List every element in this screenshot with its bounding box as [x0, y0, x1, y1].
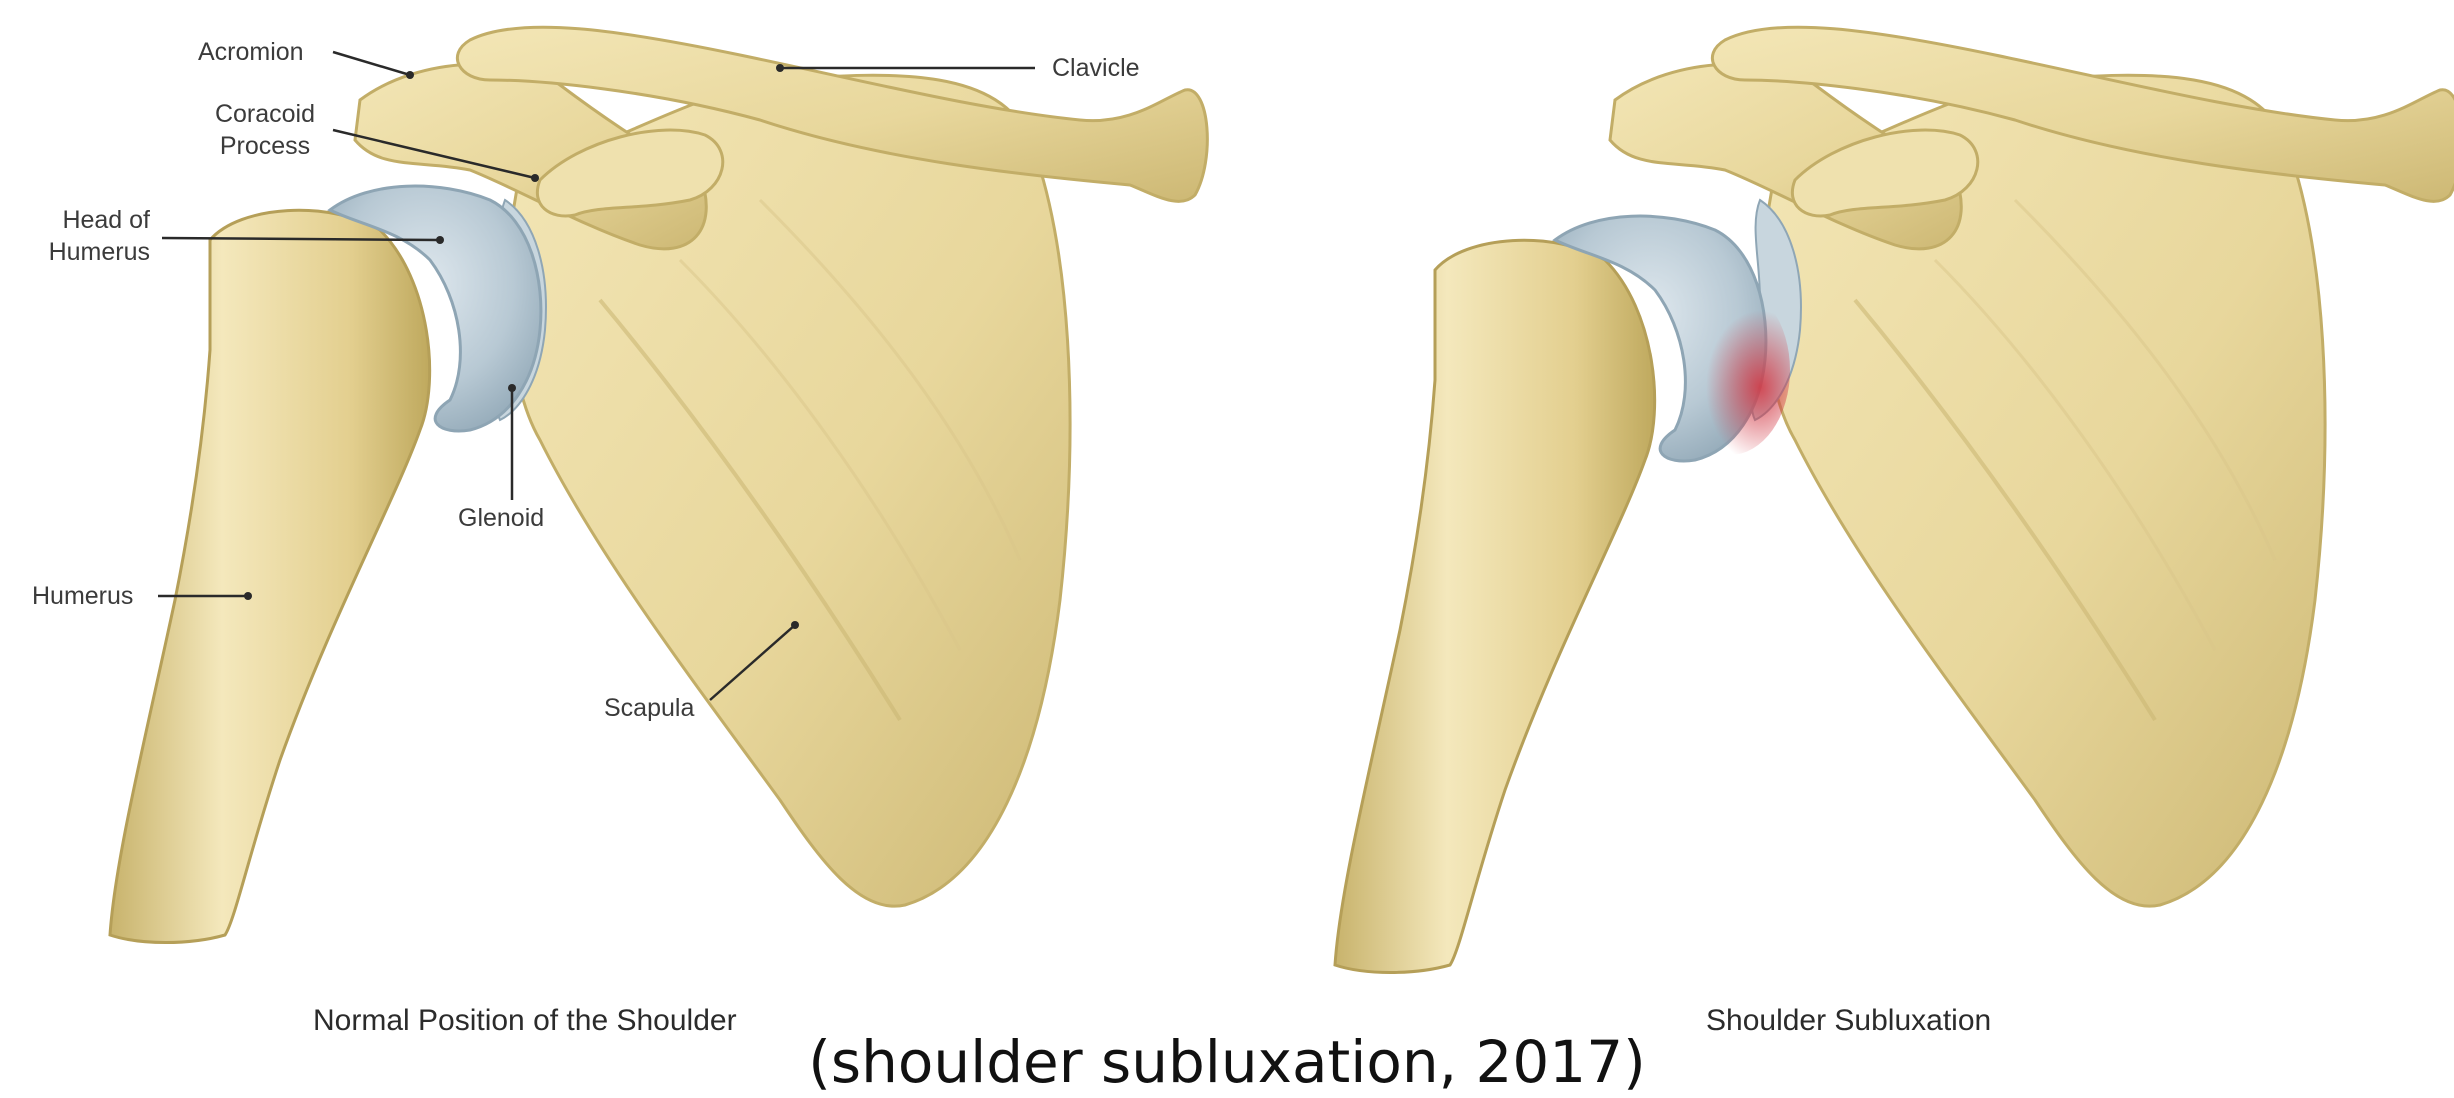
inflammation-highlight — [1670, 285, 1790, 455]
scapula-label: Scapula — [604, 692, 694, 724]
coracoid-label-line2: Process — [190, 130, 340, 162]
scapula-clavicle-shape-right — [1610, 27, 2454, 906]
glenoid-dot — [508, 384, 516, 392]
acromion-label: Acromion — [198, 36, 304, 68]
acromion-leader-line — [333, 52, 410, 75]
head-of-humerus-dot — [436, 236, 444, 244]
clavicle-label: Clavicle — [1052, 52, 1140, 84]
clavicle-dot — [776, 64, 784, 72]
humerus-dot — [244, 592, 252, 600]
head-label-line2: Humerus — [10, 236, 150, 268]
coracoid-label-line1: Coracoid — [190, 98, 340, 130]
head-label-line1: Head of — [10, 204, 150, 236]
subluxated-humerus — [1335, 216, 1790, 972]
normal-shoulder-illustration — [110, 27, 1207, 942]
head-of-humerus-label: Head of Humerus — [10, 204, 150, 268]
subluxation-shoulder-illustration — [1610, 27, 2454, 906]
humerus-label: Humerus — [32, 580, 133, 612]
humerus-shaft-right — [1335, 240, 1655, 972]
scapula-dot — [791, 621, 799, 629]
coracoid-dot — [531, 174, 539, 182]
acromion-dot — [406, 71, 414, 79]
coracoid-process-label: Coracoid Process — [190, 98, 340, 162]
glenoid-label: Glenoid — [458, 502, 544, 534]
citation-caption: (shoulder subluxation, 2017) — [0, 1028, 2454, 1096]
humerus-shaft — [110, 210, 430, 942]
scapula-clavicle-shape — [355, 27, 1207, 906]
